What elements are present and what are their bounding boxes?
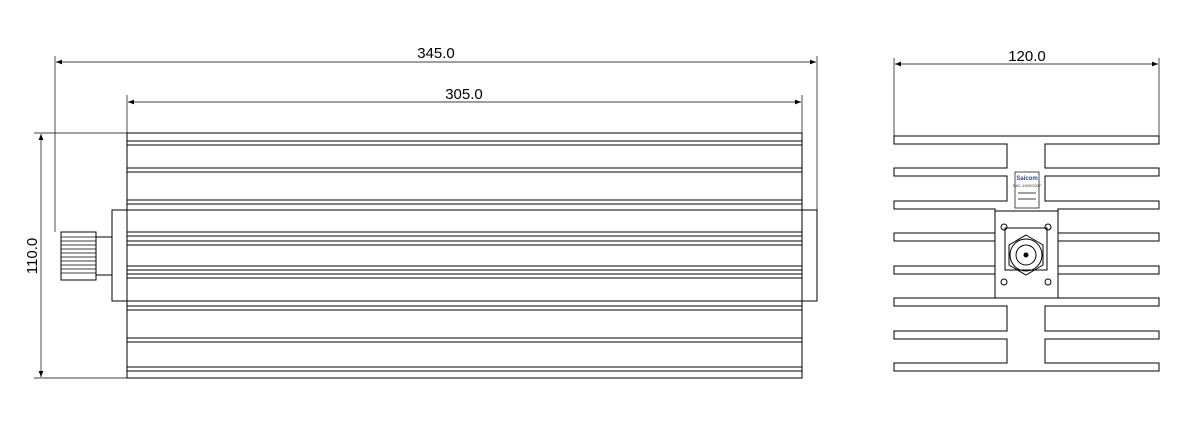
side-view: 345.0 305.0 110.0 <box>24 45 818 379</box>
height-value: 110.0 <box>24 238 41 274</box>
dimension-height: 110.0 <box>24 132 127 379</box>
dimension-width: 120.0 <box>893 48 1160 136</box>
dimension-body-length: 305.0 <box>126 86 803 133</box>
label-model: SAC-1000/200F <box>1013 183 1042 188</box>
width-value: 120.0 <box>1008 48 1046 65</box>
body-length-value: 305.0 <box>445 86 483 103</box>
mounting-plate <box>111 209 818 302</box>
label-plate: Saicom SAC-1000/200F <box>1013 171 1042 209</box>
heatsink-profile <box>893 135 1160 372</box>
overall-length-value: 345.0 <box>417 45 455 62</box>
connector-face <box>1000 223 1052 286</box>
n-connector <box>60 231 113 281</box>
fin-lines <box>127 140 802 372</box>
connector-flange <box>994 210 1059 299</box>
heatsink-body <box>126 132 803 379</box>
dimension-overall-length: 345.0 <box>54 45 818 232</box>
label-brand: Saicom <box>1016 176 1037 182</box>
end-view: Saicom SAC-1000/200F 120.0 <box>893 48 1160 372</box>
